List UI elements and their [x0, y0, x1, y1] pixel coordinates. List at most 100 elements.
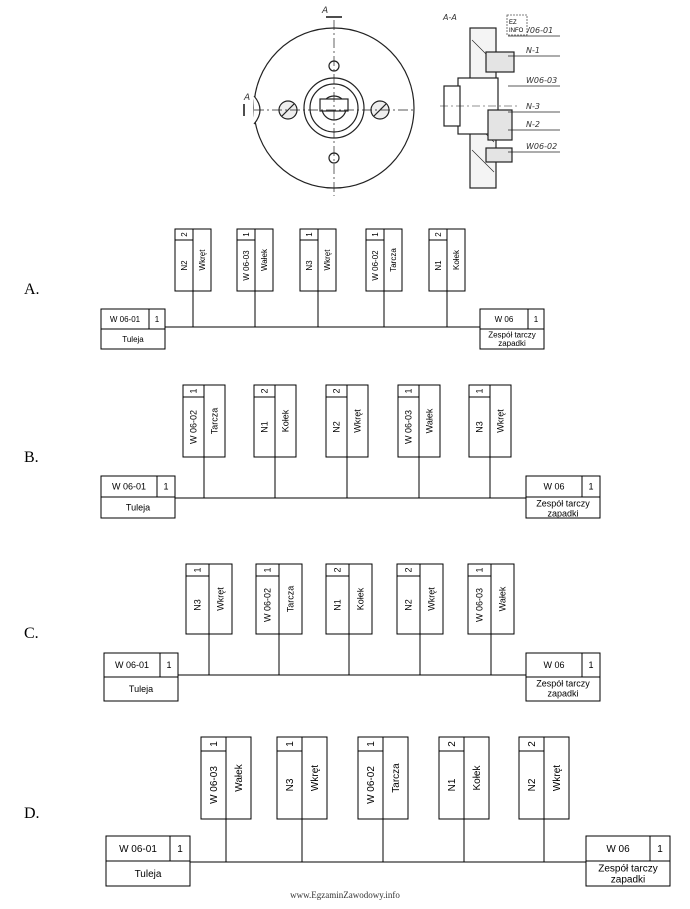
part-name: Kołek: [452, 249, 461, 270]
part-name: Wkręt: [552, 765, 563, 791]
technical-drawing: A A A-A W06-01 N-1 W06-03: [243, 6, 560, 196]
item-code: W 06-01: [112, 482, 146, 492]
part-code: N2: [180, 260, 189, 271]
item-code: W 06-01: [115, 660, 149, 670]
part-qty: 2: [180, 232, 189, 237]
part-box: 1 W 06-03 Wałek: [397, 384, 441, 498]
item-qty: 1: [177, 844, 183, 855]
part-qty: 1: [366, 741, 377, 747]
part-name: Kołek: [472, 764, 483, 790]
cut-marker-top: A: [321, 6, 328, 16]
section-label: A-A: [442, 13, 457, 22]
part-code: N1: [260, 421, 270, 433]
part-name: Tarcza: [286, 586, 296, 613]
part-code: N3: [475, 421, 485, 433]
item-qty: 1: [155, 315, 160, 324]
part-box: 2N2 Wkręt: [174, 228, 212, 327]
leader-label: W06-03: [526, 76, 557, 85]
part-box: 2N2 Wkręt: [396, 563, 444, 675]
part-code: N3: [285, 778, 296, 791]
part-code: N2: [404, 599, 414, 611]
option-letter: D.: [24, 805, 40, 822]
part-name: Wkręt: [216, 587, 226, 611]
part-box: 1 W 06-03 Wałek: [236, 228, 274, 327]
part-code: N2: [527, 778, 538, 791]
part-qty: 1: [371, 232, 380, 237]
item-qty: 1: [588, 482, 593, 492]
part-name: Wkręt: [323, 249, 332, 271]
leader-label: W06-02: [526, 142, 557, 151]
part-qty: 1: [404, 388, 414, 393]
part-code: N3: [193, 599, 203, 611]
part-code: W 06-02: [371, 250, 380, 281]
front-view: A A: [243, 6, 415, 196]
part-name: Wałek: [425, 408, 435, 433]
leader-label: W06-01: [522, 26, 553, 35]
item-name: Tuleja: [129, 684, 153, 694]
part-qty: 2: [434, 232, 443, 237]
option-letter: A.: [24, 281, 40, 298]
part-qty: 2: [404, 567, 414, 572]
part-code: W 06-02: [263, 588, 273, 622]
part-code: W 06-03: [209, 766, 220, 804]
part-qty: 1: [305, 232, 314, 237]
part-qty: 1: [285, 741, 296, 747]
part-qty: 2: [333, 567, 343, 572]
part-name: Wkręt: [427, 587, 437, 611]
part-code: W 06-03: [242, 250, 251, 281]
part-code: W 06-03: [475, 588, 485, 622]
ez-info-logo: EZ INFO: [506, 14, 528, 36]
part-qty: 1: [242, 232, 251, 237]
part-name: Wałek: [260, 248, 269, 271]
item-code: W 06-01: [119, 844, 157, 855]
item-qty: 1: [163, 482, 168, 492]
option-letter: C.: [24, 625, 39, 642]
part-name: Kołek: [281, 409, 291, 432]
part-qty: 1: [475, 388, 485, 393]
part-code: W 06-03: [404, 410, 414, 444]
part-code: N2: [332, 421, 342, 433]
part-qty: 1: [193, 567, 203, 572]
cut-marker-left: A: [243, 93, 250, 103]
part-qty: 1: [189, 388, 199, 393]
part-name: Wkręt: [310, 765, 321, 791]
svg-text:INFO: INFO: [509, 28, 524, 34]
part-name: Wkręt: [198, 249, 207, 271]
item-name: Tuleja: [126, 503, 150, 513]
item-qty: 1: [534, 315, 539, 324]
item-code: W 06: [543, 482, 564, 492]
part-qty: 2: [332, 388, 342, 393]
option-letter: B.: [24, 449, 39, 466]
item-qty: 1: [588, 660, 593, 670]
item-code: W 06: [543, 660, 564, 670]
part-code: N1: [447, 778, 458, 791]
item-qty: 1: [166, 660, 171, 670]
part-code: N1: [333, 599, 343, 611]
section-view: A-A W06-01 N-1 W06-03 N-3 N-2 W06: [440, 13, 560, 189]
item-name: Tuleja: [122, 335, 144, 344]
